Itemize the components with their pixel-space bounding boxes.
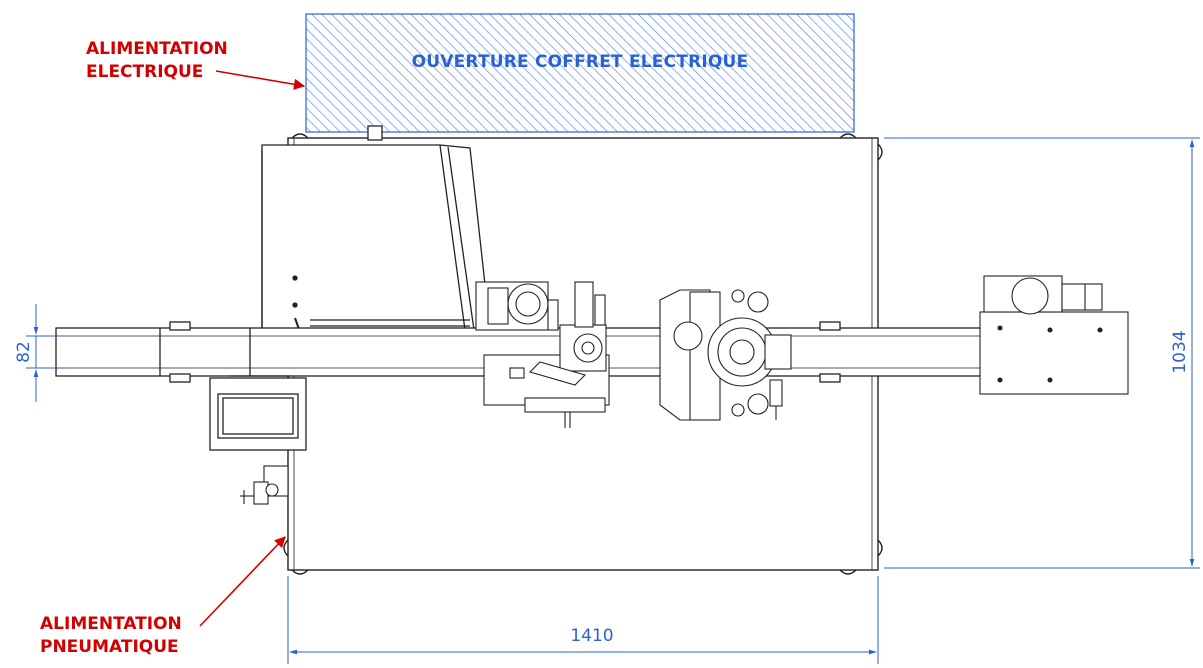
dimension-height-value: 1034: [1170, 330, 1190, 374]
operator-screen: [209, 375, 307, 451]
right-motor-unit: [979, 275, 1129, 395]
electrical-supply-arrow: [215, 70, 306, 90]
electrical-supply-label-line1: ALIMENTATION: [86, 39, 228, 59]
dimension-height: [884, 137, 1200, 569]
dimension-width-value: 1410: [570, 626, 614, 646]
central-milling-head: [659, 289, 792, 421]
left-drive-unit: [475, 281, 610, 428]
cabinet-opening-label: OUVERTURE COFFRET ELECTRIQUE: [411, 52, 749, 72]
pneumatic-supply-label-line1: ALIMENTATION: [40, 614, 182, 634]
pneumatic-valves: [240, 465, 289, 505]
pneumatic-supply-label-line2: PNEUMATIQUE: [40, 637, 179, 657]
cabinet-opening-zone: [305, 13, 855, 133]
pneumatic-supply-label: ALIMENTATION PNEUMATIQUE: [40, 613, 182, 659]
pneumatic-supply-arrow: [199, 536, 286, 627]
dimension-width: [287, 576, 879, 664]
electrical-supply-label: ALIMENTATION ELECTRIQUE: [86, 38, 228, 84]
dimension-conveyor-value: 82: [14, 341, 34, 363]
dimension-conveyor: [26, 304, 56, 402]
machine-hood: [261, 125, 491, 333]
electrical-supply-label-line2: ELECTRIQUE: [86, 62, 204, 82]
